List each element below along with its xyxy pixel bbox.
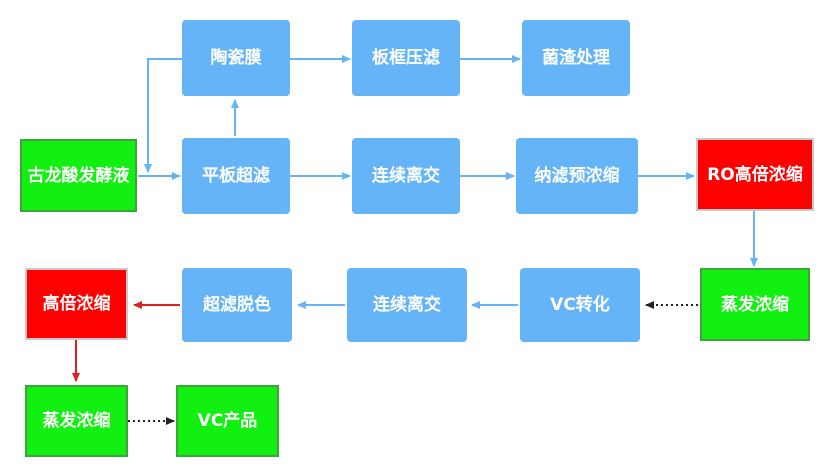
- node-high-concentration: 高倍浓缩: [25, 268, 128, 340]
- node-ceramic-membrane: 陶瓷膜: [182, 20, 290, 96]
- arrow-ceramic-loop: [144, 58, 182, 173]
- node-plate-frame-filter: 板框压滤: [352, 20, 460, 96]
- node-evaporation-concentration-1: 蒸发浓缩: [700, 268, 810, 341]
- node-gulong-acid-broth: 古龙酸发酵液: [20, 139, 137, 212]
- node-vc-conversion: VC转化: [520, 268, 640, 342]
- node-continuous-ion-exchange-2: 连续离交: [347, 268, 467, 342]
- node-continuous-ion-exchange-1: 连续离交: [352, 138, 460, 214]
- node-flat-ultrafiltration: 平板超滤: [182, 138, 290, 214]
- node-vc-product: VC产品: [176, 385, 279, 457]
- node-evaporation-concentration-2: 蒸发浓缩: [25, 385, 128, 457]
- node-residue-treatment: 菌渣处理: [522, 20, 630, 96]
- node-nanofiltration-preconcentration: 纳滤预浓缩: [516, 138, 638, 214]
- node-ultrafiltration-decolor: 超滤脱色: [182, 268, 292, 342]
- node-ro-high-concentration: RO高倍浓缩: [696, 138, 814, 211]
